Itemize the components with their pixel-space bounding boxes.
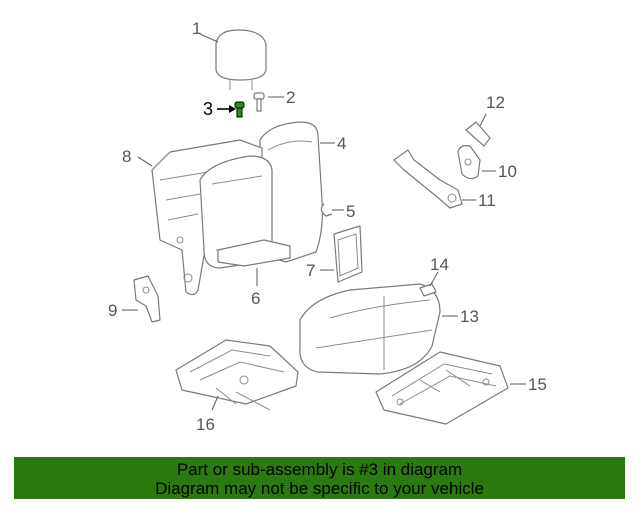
part-clip[interactable]	[320, 203, 333, 217]
callout-7: 7	[306, 261, 315, 280]
part-side-panel[interactable]	[333, 225, 363, 283]
part-seat-cushion[interactable]	[299, 283, 441, 375]
callout-5: 5	[346, 202, 355, 221]
part-cover-cap[interactable]	[465, 121, 491, 147]
callout-16: 16	[196, 415, 215, 434]
part-armrest[interactable]	[217, 239, 291, 267]
part-hinge-bar[interactable]	[393, 149, 463, 209]
callout-6: 6	[251, 289, 260, 308]
leader-line-1	[199, 33, 219, 43]
callout-11: 11	[478, 191, 496, 210]
callout-2: 2	[286, 88, 295, 107]
callout-14: 14	[430, 255, 449, 274]
part-bracket[interactable]	[133, 275, 161, 323]
parts-diagram: 1 2 3 4 8 6 5	[108, 19, 547, 434]
part-hook[interactable]	[419, 283, 437, 297]
part-cushion-frame[interactable]	[375, 351, 509, 425]
callout-1: 1	[192, 19, 201, 38]
callout-10: 10	[498, 162, 517, 181]
callout-13: 13	[460, 307, 479, 326]
part-seatback-cover[interactable]	[259, 121, 323, 263]
leader-line-8	[137, 156, 153, 167]
banner-line-2: Diagram may not be specific to your vehi…	[155, 479, 484, 498]
callout-4: 4	[337, 134, 346, 153]
part-track-frame[interactable]	[175, 339, 299, 411]
part-hinge-cover[interactable]	[457, 145, 481, 180]
callout-15: 15	[528, 375, 547, 394]
callout-3: 3	[203, 99, 213, 119]
callout-12: 12	[486, 93, 505, 112]
banner-line-1: Part or sub-assembly is #3 in diagram	[176, 460, 463, 479]
info-banner: Part or sub-assembly is #3 in diagram Di…	[14, 457, 625, 499]
part-headrest[interactable]	[215, 29, 267, 90]
leader-line-14	[429, 271, 439, 287]
part-guide[interactable]	[253, 92, 265, 112]
arrowhead-3	[229, 105, 236, 113]
callout-9: 9	[108, 301, 117, 320]
leader-line-12	[479, 113, 487, 127]
part-3-highlighted[interactable]	[234, 101, 245, 118]
leader-line-16	[211, 395, 219, 411]
callout-8: 8	[122, 147, 131, 166]
